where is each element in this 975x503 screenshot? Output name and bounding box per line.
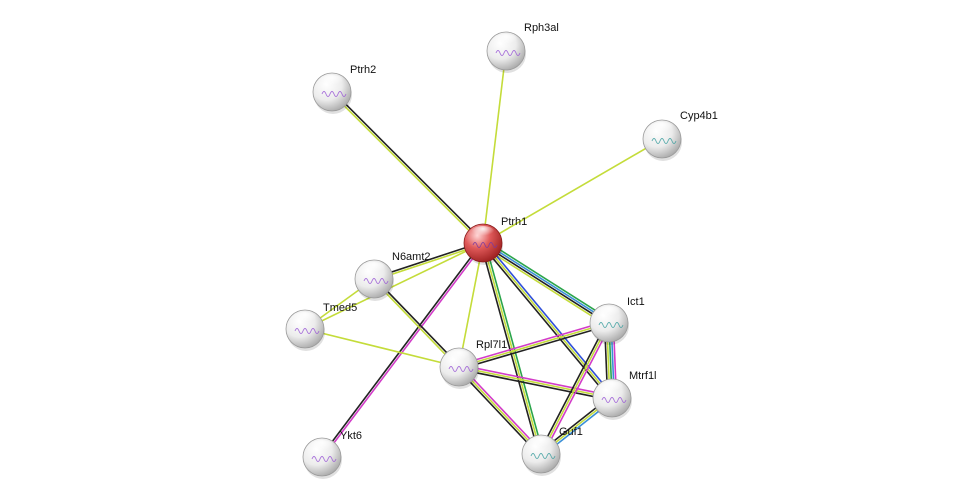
node-rph3al[interactable]: Rph3al: [486, 22, 559, 73]
protein-structure-icon: [651, 138, 677, 144]
node-highlight: [447, 350, 471, 364]
protein-structure-icon: [311, 456, 337, 462]
edge-ict1-guf1[interactable]: [538, 321, 612, 456]
edge-evidence-textmining: [458, 366, 542, 455]
edge-rpl7l1-ict1[interactable]: [458, 320, 610, 370]
edge-evidence-experiments: [460, 364, 544, 454]
edge-evidence-textmining: [458, 242, 484, 368]
node-label-mtrf1l: Mtrf1l: [629, 370, 657, 382]
edge-evidence-textmining: [372, 279, 459, 369]
node-guf1[interactable]: Guf1: [521, 426, 583, 476]
node-mtrf1l[interactable]: Mtrf1l: [592, 370, 657, 420]
node-ptrh2[interactable]: Ptrh2: [312, 64, 376, 114]
edge-evidence-coexpression: [332, 90, 485, 243]
node-label-cyp4b1: Cyp4b1: [680, 110, 718, 122]
protein-structure-icon: [448, 366, 474, 372]
edge-evidence-experiments: [458, 320, 609, 366]
edge-evidence-coexpression: [481, 243, 609, 325]
edge-evidence-textmining: [330, 92, 483, 245]
edge-evidence-textmining: [458, 366, 613, 399]
edge-evidence-neighborhood: [484, 239, 612, 321]
edge-evidence-textmining: [458, 322, 610, 368]
edge-tmed5-rpl7l1[interactable]: [304, 328, 460, 368]
edge-ptrh1-tmed5[interactable]: [304, 242, 484, 330]
edge-ptrh1-cyp4b1[interactable]: [482, 138, 663, 244]
edge-ptrh1-rpl7l1[interactable]: [458, 242, 484, 368]
edge-evidence-textmining: [540, 322, 610, 455]
node-highlight: [362, 262, 386, 276]
edge-ptrh1-rph3al[interactable]: [482, 50, 507, 244]
node-label-rph3al: Rph3al: [524, 22, 559, 34]
node-highlight: [597, 306, 621, 320]
edge-ptrh1-ict1[interactable]: [480, 239, 612, 327]
node-highlight: [471, 226, 495, 240]
edge-evidence-coexpression: [320, 241, 483, 457]
edge-evidence-coexpression: [459, 324, 610, 370]
node-ptrh1[interactable]: Ptrh1: [463, 216, 527, 265]
edge-evidence-experiments: [459, 364, 613, 397]
node-label-guf1: Guf1: [559, 426, 583, 438]
edge-evidence-coexpression: [374, 277, 461, 367]
node-highlight: [293, 312, 317, 326]
edge-n6amt2-rpl7l1[interactable]: [372, 277, 461, 369]
node-label-rpl7l1: Rpl7l1: [476, 339, 507, 351]
edge-evidence-textmining: [482, 50, 507, 244]
edge-evidence-textmining: [304, 328, 460, 368]
protein-structure-icon: [601, 397, 627, 403]
edge-evidence-cooccurrence: [484, 241, 615, 398]
node-rpl7l1[interactable]: Rpl7l1: [439, 339, 507, 389]
protein-structure-icon: [530, 453, 556, 459]
node-label-ict1: Ict1: [627, 296, 645, 308]
node-label-ptrh2: Ptrh2: [350, 64, 376, 76]
edge-evidence-textmining: [482, 242, 613, 399]
node-n6amt2[interactable]: N6amt2: [354, 251, 431, 301]
edge-rpl7l1-guf1[interactable]: [456, 364, 544, 457]
node-label-ptrh1: Ptrh1: [501, 216, 527, 228]
node-highlight: [600, 381, 624, 395]
edge-rpl7l1-mtrf1l[interactable]: [458, 364, 613, 401]
protein-structure-icon: [363, 278, 389, 284]
node-highlight: [650, 122, 674, 136]
node-highlight: [529, 437, 553, 451]
edge-evidence-experiments: [542, 323, 612, 456]
edge-evidence-coexpression: [480, 243, 611, 400]
edge-evidence-coexpression: [458, 368, 612, 401]
protein-structure-icon: [294, 328, 320, 334]
edge-evidence-experiments: [322, 243, 485, 459]
node-label-n6amt2: N6amt2: [392, 251, 431, 263]
edge-evidence-databases: [483, 241, 611, 323]
node-highlight: [310, 440, 334, 454]
protein-structure-icon: [472, 242, 498, 248]
protein-structure-icon: [495, 50, 521, 56]
node-highlight: [494, 34, 518, 48]
edge-ptrh1-ykt6[interactable]: [320, 241, 485, 459]
edge-evidence-textmining: [304, 242, 484, 330]
node-highlight: [320, 75, 344, 89]
edge-ptrh1-ptrh2[interactable]: [330, 90, 485, 245]
edge-evidence-coexpression: [456, 367, 540, 457]
node-cyp4b1[interactable]: Cyp4b1: [642, 110, 718, 161]
node-tmed5[interactable]: Tmed5: [285, 302, 357, 351]
edge-evidence-textmining: [480, 245, 608, 327]
node-label-tmed5: Tmed5: [323, 302, 357, 314]
node-ykt6[interactable]: Ykt6: [302, 430, 362, 479]
protein-structure-icon: [321, 91, 347, 97]
protein-structure-icon: [598, 322, 624, 328]
node-ict1[interactable]: Ict1: [589, 296, 645, 345]
edge-ptrh1-mtrf1l[interactable]: [480, 241, 615, 400]
edge-evidence-coexpression: [538, 321, 608, 454]
edge-evidence-textmining: [482, 138, 663, 244]
node-label-ykt6: Ykt6: [340, 430, 362, 442]
